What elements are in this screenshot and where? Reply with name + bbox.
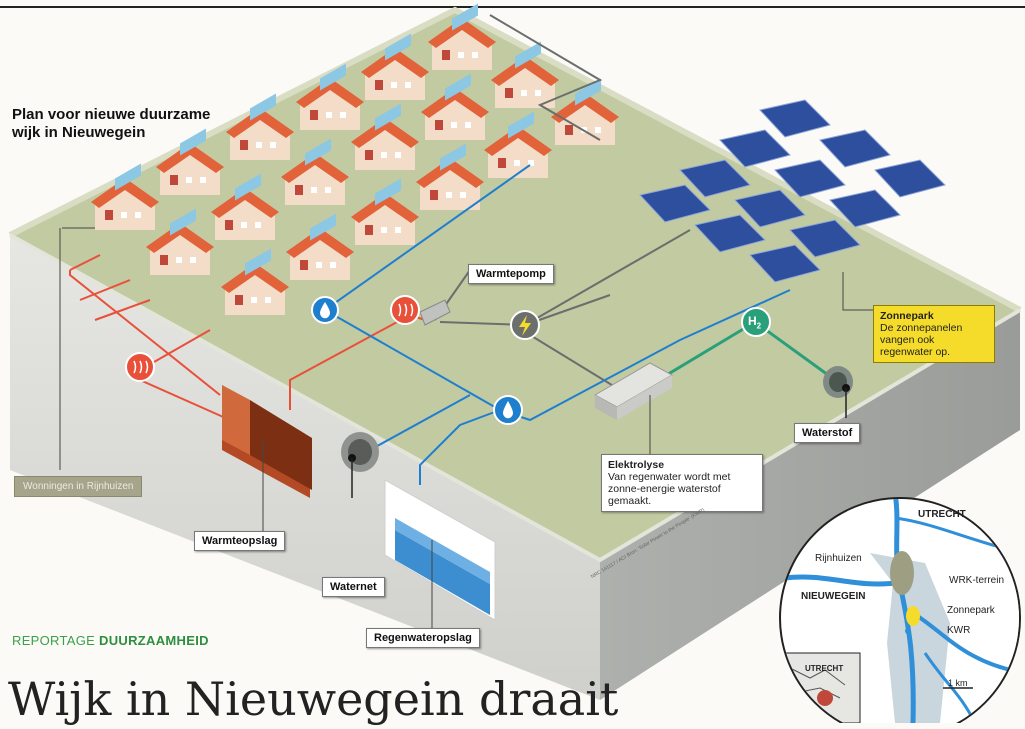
map-utrecht-label: UTRECHT	[918, 509, 966, 520]
map-zonnepark-label: Zonnepark	[947, 605, 995, 616]
elektrolyse-heading: Elektrolyse	[608, 459, 665, 471]
solar-panels	[639, 99, 946, 283]
heat-icon	[125, 352, 155, 382]
elektrolyse-unit	[593, 362, 674, 420]
regenwateropslag-label: Regenwateropslag	[366, 628, 480, 648]
waterstof-pipe	[823, 366, 853, 418]
elektrolyse-text: Van regenwater wordt met zonne-energie w…	[608, 471, 731, 507]
elektrolyse-box: Elektrolyse Van regenwater wordt met zon…	[601, 454, 763, 512]
warmteopslag-tank	[222, 385, 312, 498]
hydrogen-icon	[741, 307, 771, 337]
warmtepomp-unit	[419, 299, 451, 326]
kicker-topic: DUURZAAMHEID	[99, 633, 209, 648]
water-drop-icon	[311, 296, 339, 324]
diagram-title: Plan voor nieuwe duurzame wijk in Nieuwe…	[12, 106, 210, 142]
title-line-1: Plan voor nieuwe duurzame	[12, 106, 211, 123]
map-inset-utrecht-label: UTRECHT	[805, 664, 844, 673]
zonnepark-heading: Zonnepark	[880, 310, 934, 322]
heat-icon	[390, 295, 420, 325]
locator-map	[779, 497, 1021, 723]
zonnepark-box: Zonnepark De zonnepanelen vangen ook reg…	[873, 305, 995, 363]
zonnepark-text: De zonnepanelen vangen ook regenwater op…	[880, 322, 963, 358]
map-scale-label: 1 km	[948, 678, 968, 688]
waternet-pipe	[341, 432, 379, 498]
map-wrk-label: WRK-terrein	[949, 575, 1005, 586]
wonen-label: Wonningen in Rijnhuizen	[14, 476, 143, 497]
side-wall	[600, 310, 1020, 700]
regenwater-tank	[384, 479, 496, 621]
water-drop-icon	[493, 395, 523, 425]
hydrogen-h: H	[748, 314, 757, 328]
hydrogen-symbol: H2	[748, 314, 761, 330]
title-line-2: wijk in Nieuwegein	[12, 124, 146, 141]
article-headline: Wijk in Nieuwegein draait	[8, 672, 619, 726]
map-rijnhuizen-label: Rijnhuizen	[815, 553, 862, 564]
hydrogen-sub: 2	[756, 321, 762, 331]
kicker-prefix: REPORTAGE	[12, 633, 96, 648]
warmtepomp-label: Warmtepomp	[468, 264, 554, 284]
houses	[91, 3, 619, 315]
section-kicker: REPORTAGE DUURZAAMHEID	[12, 633, 209, 648]
waterstof-label: Waterstof	[794, 423, 861, 443]
warmteopslag-label: Warmteopslag	[194, 531, 286, 551]
top-rule	[0, 6, 1025, 8]
map-nieuwegein-label: NIEUWEGEIN	[801, 591, 866, 602]
waternet-label: Waternet	[322, 577, 385, 597]
map-kwr-label: KWR	[947, 625, 971, 636]
electricity-icon	[510, 310, 540, 340]
